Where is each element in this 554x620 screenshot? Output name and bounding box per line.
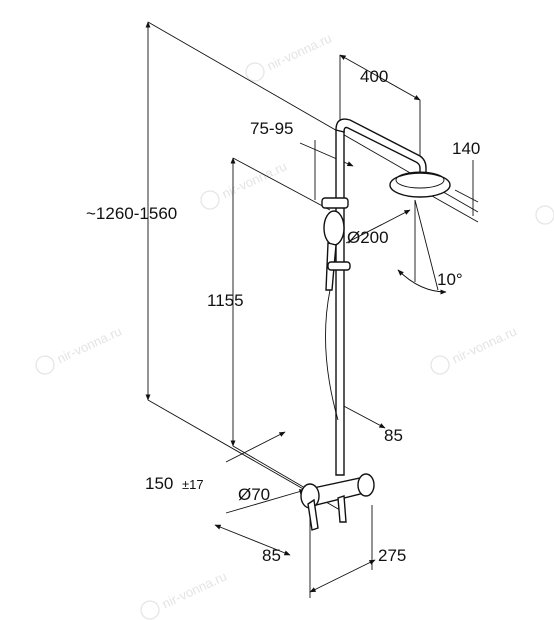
shower-head-top <box>395 171 445 189</box>
shower-hose <box>325 289 339 421</box>
watermark-text: nir-vonna.ru <box>160 568 229 611</box>
head-depth-extension <box>431 195 479 223</box>
angle-tilt-line <box>414 199 439 291</box>
mixer-spout <box>337 495 347 523</box>
center-tolerance-label: ±17 <box>182 477 204 492</box>
head-depth-label: 140 <box>452 139 480 158</box>
watermark-text: nir-vonna.ru <box>55 323 124 366</box>
angle-arc <box>397 269 447 295</box>
shower-head <box>389 172 451 198</box>
center-distance-label: 150 <box>145 474 173 493</box>
mixer-lever[interactable] <box>307 498 319 531</box>
watermark-logo: nir-vonna.ru <box>140 568 229 620</box>
watermark-logo: nir-vonna.ru <box>245 30 334 82</box>
mixer-height-extension-bottom <box>232 445 313 493</box>
head-diameter-leader <box>345 209 411 244</box>
projection-label: 275 <box>378 546 406 565</box>
right-escutcheon <box>357 473 375 497</box>
arm-length-label: 400 <box>360 67 388 86</box>
escutcheon-diameter-leader <box>225 489 306 514</box>
slider-range-dimension <box>299 142 354 167</box>
slider-clamp <box>321 197 349 209</box>
wall-offset-label: 85 <box>384 426 403 445</box>
projection-dimension <box>309 559 376 593</box>
watermark-text: nir-vonna.ru <box>265 30 334 73</box>
shower-arm <box>335 118 427 177</box>
dimension-labels: ~1260-1560 400 75-95 140 Ø200 10° 1155 8… <box>86 67 480 565</box>
bottom-offset-label: 85 <box>262 546 281 565</box>
head-depth-tick <box>454 189 479 203</box>
wall-offset-dimension <box>337 402 386 429</box>
watermark-logo: nir-vonna.ru <box>35 323 124 375</box>
hand-shower <box>323 210 345 246</box>
height-total-label: ~1260-1560 <box>86 204 177 223</box>
watermark-logo: nir-vonna.ru <box>430 323 519 375</box>
watermark-text: nir-vonna.ru <box>220 158 289 201</box>
watermark-logo: nir-vonna.ru <box>200 158 289 210</box>
center-distance-dimension <box>225 431 286 463</box>
bottom-offset-dimension <box>214 524 291 556</box>
lower-bracket <box>327 261 351 271</box>
riser-pipe <box>335 129 345 476</box>
watermark-logo <box>535 205 554 225</box>
mixer-height-extension-top <box>232 157 331 211</box>
watermark-text: nir-vonna.ru <box>450 323 519 366</box>
watermark-group: nir-vonna.ru nir-vonna.ru nir-vonna.ru n… <box>35 30 554 620</box>
slider-range-label: 75-95 <box>250 119 293 138</box>
head-diameter-label: Ø200 <box>347 228 389 247</box>
dimension-lines <box>145 21 479 598</box>
arm-length-dimension <box>339 54 421 101</box>
mixer-height-label: 1155 <box>207 291 244 310</box>
tilt-angle-label: 10° <box>437 270 463 289</box>
shower-system <box>300 118 451 531</box>
escutcheon-diameter-label: Ø70 <box>238 485 270 504</box>
